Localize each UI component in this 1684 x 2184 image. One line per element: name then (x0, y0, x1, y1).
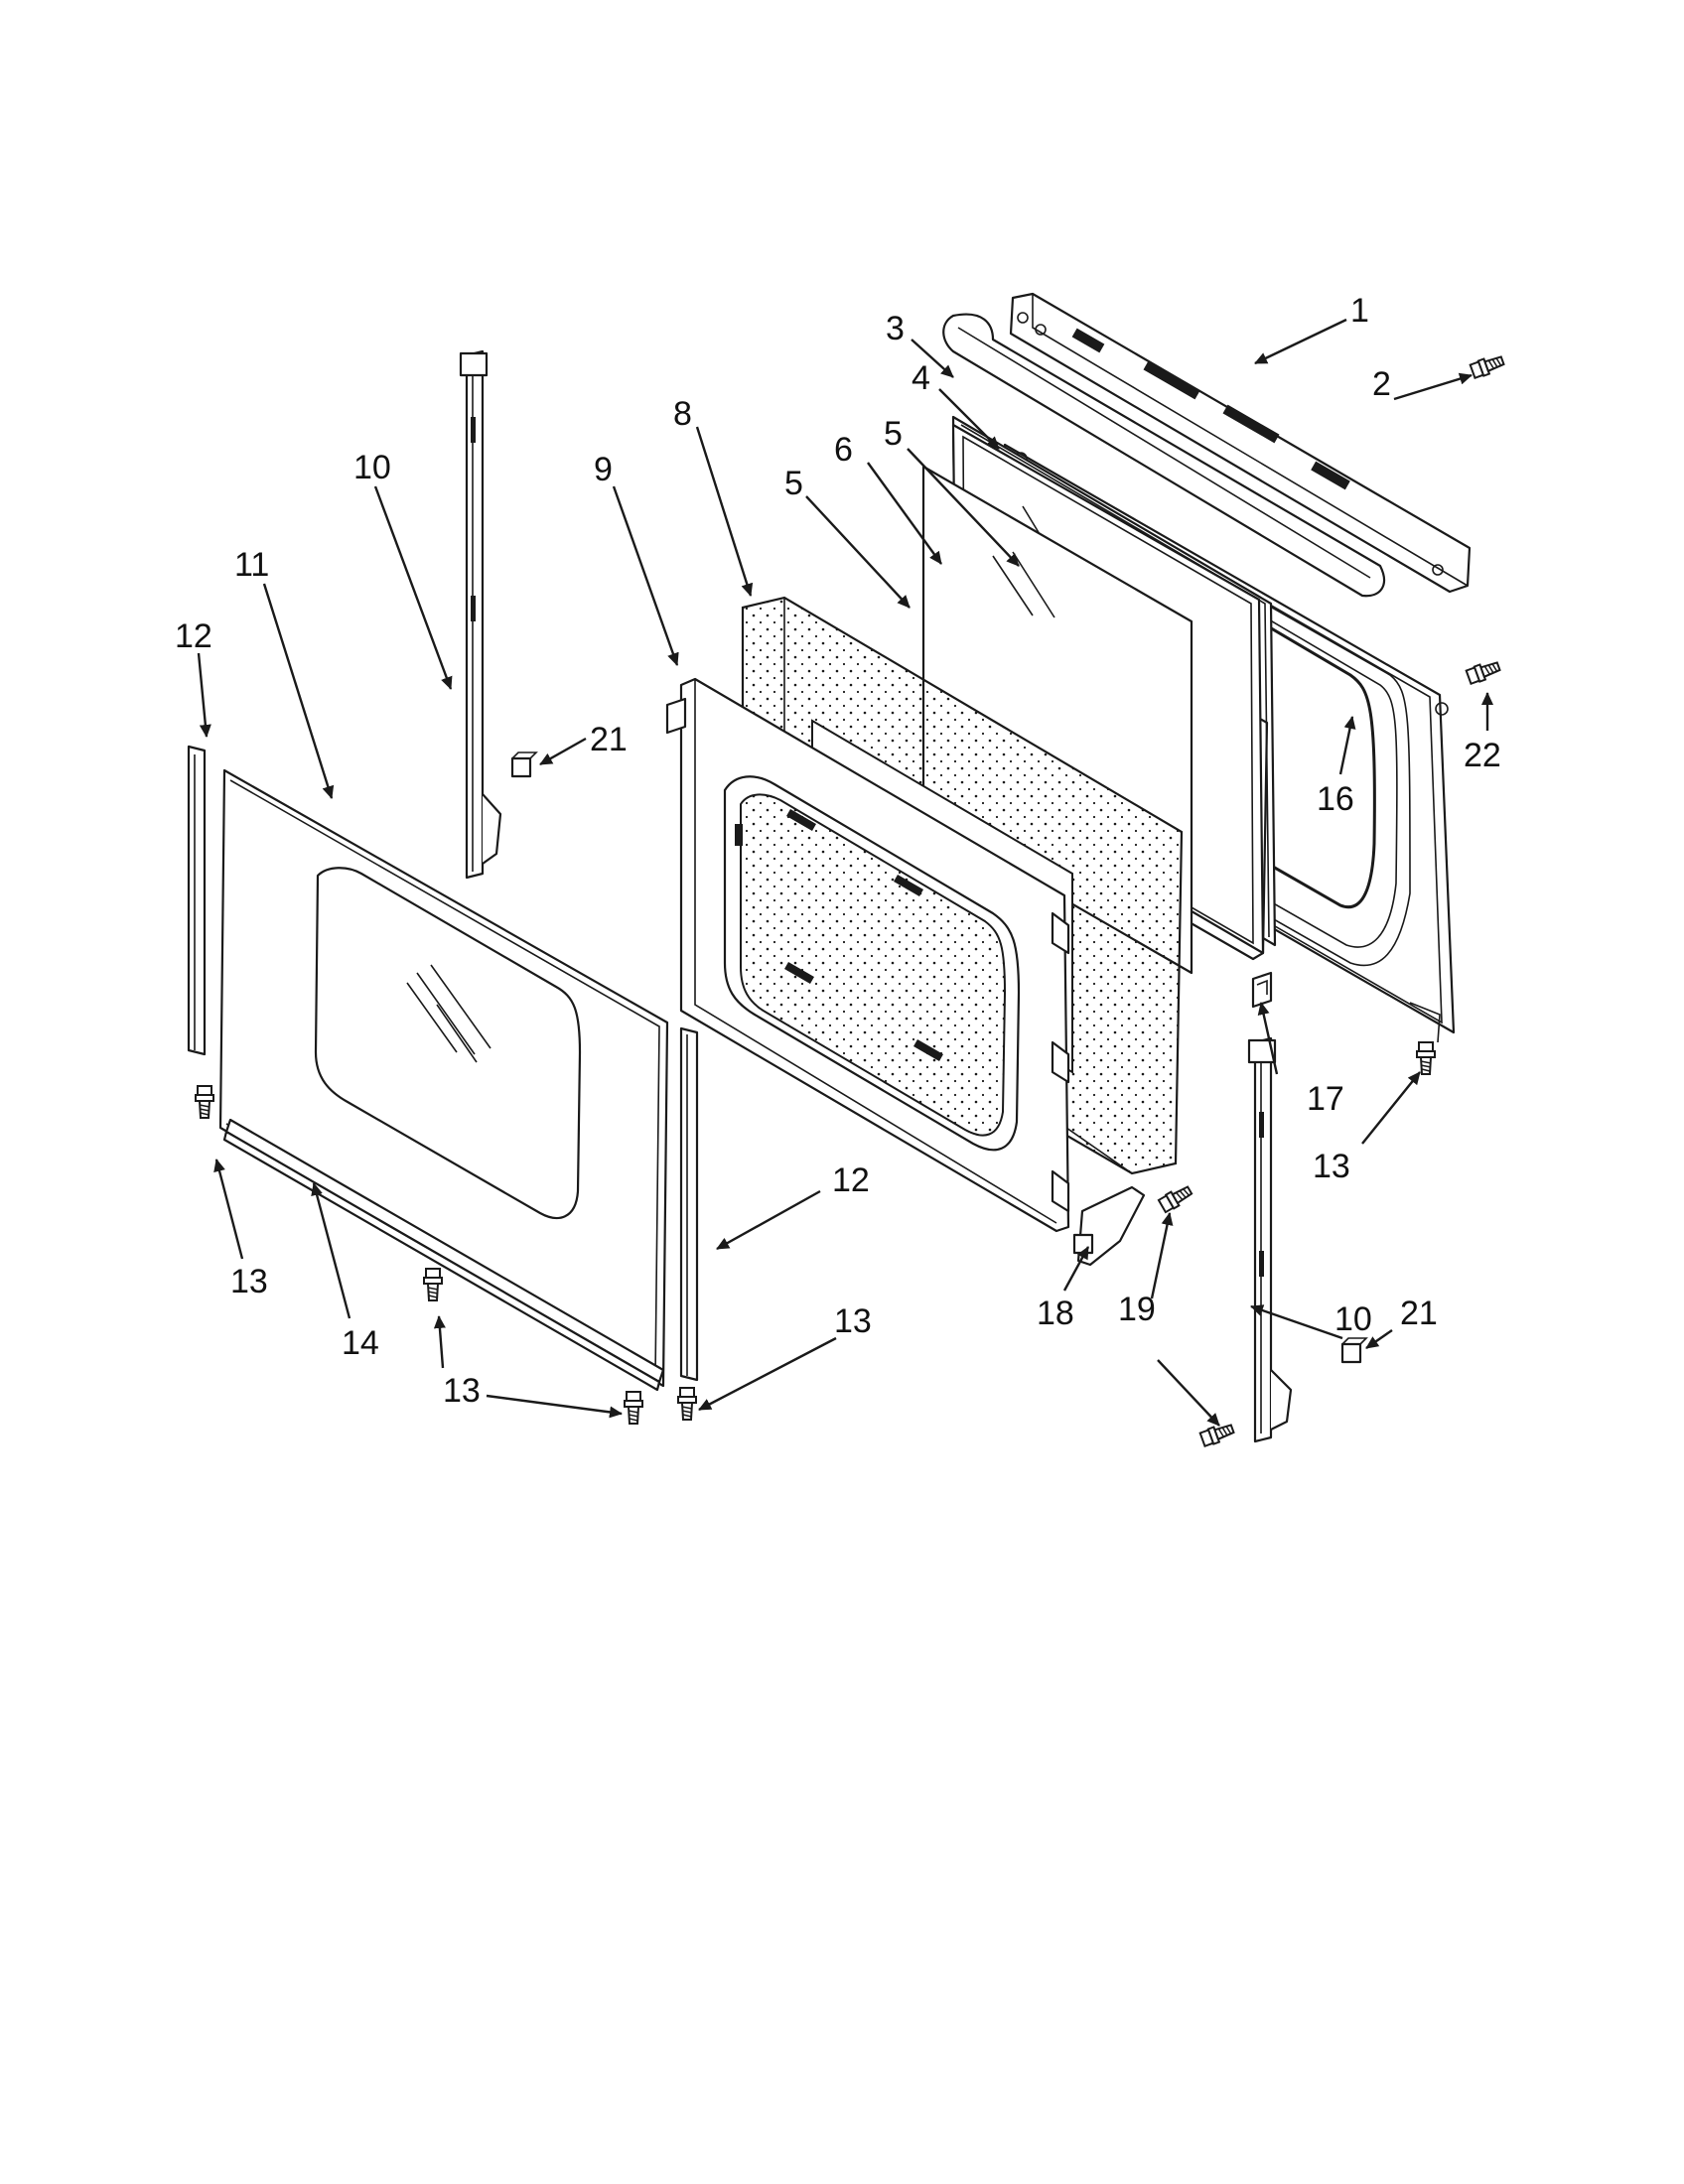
screw-13-right (1416, 1041, 1436, 1075)
callout-12-right: 12 (832, 1161, 870, 1199)
leader-lines (197, 318, 1493, 1427)
callout-21-left: 21 (590, 721, 628, 758)
outer-door-glass (218, 768, 669, 1388)
callout-17: 17 (1307, 1080, 1344, 1118)
screw-13-left (195, 1085, 214, 1119)
hinge-clip-left (510, 751, 538, 778)
door-side-trim-left (187, 745, 207, 1056)
door-handle (942, 313, 1386, 598)
callout-13-right: 13 (1313, 1148, 1350, 1185)
callout-8: 8 (673, 395, 692, 433)
callout-18: 18 (1037, 1295, 1074, 1332)
screw-13-bottom (423, 1268, 443, 1301)
screw-13-bottom-right (624, 1391, 643, 1425)
callout-13-bottom: 13 (443, 1372, 481, 1410)
callout-9: 9 (594, 451, 613, 488)
screw-2 (1469, 351, 1506, 380)
door-hinge-left (459, 349, 502, 880)
glass-clip (1251, 971, 1273, 1009)
callout-2: 2 (1372, 365, 1391, 403)
callout-6: 6 (834, 431, 853, 469)
callout-14: 14 (342, 1324, 379, 1362)
screw-22 (1465, 657, 1502, 686)
callout-11: 11 (234, 546, 269, 584)
callout-5-upper: 5 (884, 415, 903, 453)
callout-labels: 1 2 3 4 5 5 6 8 9 10 10 11 12 12 13 13 1… (175, 292, 1501, 1410)
callout-10-left: 10 (353, 449, 391, 486)
hinge-clip-right (1340, 1337, 1368, 1364)
door-hinge-right (1247, 1036, 1293, 1443)
callout-21-right: 21 (1400, 1295, 1438, 1332)
door-bottom-trim (222, 1118, 665, 1392)
screw-19-upper (1157, 1182, 1195, 1214)
door-inner-liner (665, 677, 1070, 1233)
callout-1: 1 (1350, 292, 1369, 330)
callout-19: 19 (1118, 1291, 1156, 1328)
callout-12-left: 12 (175, 617, 212, 655)
callout-10-right: 10 (1334, 1300, 1372, 1338)
callout-3: 3 (886, 310, 905, 347)
door-top-trim (1009, 292, 1472, 594)
screw-13-center (677, 1387, 697, 1421)
callout-22: 22 (1464, 737, 1501, 774)
callout-5-lower: 5 (784, 465, 803, 502)
door-side-trim-right (679, 1026, 699, 1382)
callout-4: 4 (912, 359, 930, 397)
callout-13-center: 13 (834, 1302, 872, 1340)
callout-16: 16 (1317, 780, 1354, 818)
callout-13-left: 13 (230, 1263, 268, 1300)
